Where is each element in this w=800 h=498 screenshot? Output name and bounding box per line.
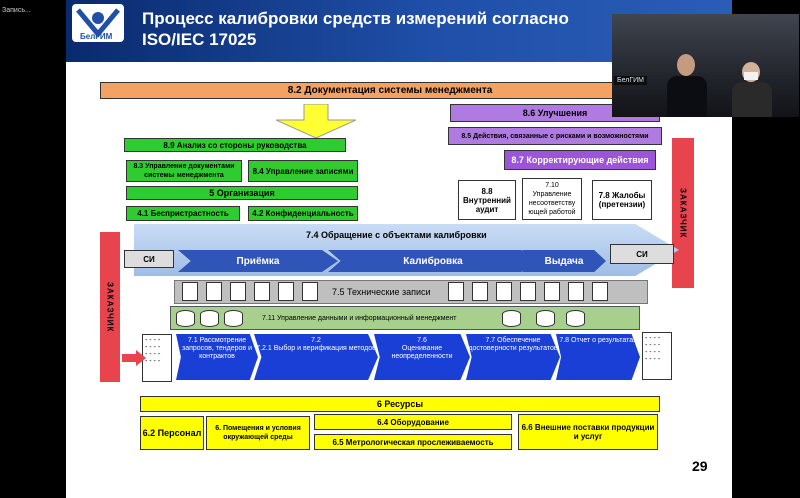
issue-label: Выдача [544,255,584,267]
personnel: 6.2 Персонал [140,416,204,450]
doc-icon [496,282,512,301]
corrective-actions: 8.7 Корректирующие действия [504,150,656,170]
doc-icon [254,282,270,301]
recording-indicator: Запись... [2,7,31,14]
participant-name-tag: БелГИМ [614,76,647,85]
confidentiality: 4.2 Конфиденциальность [248,206,358,221]
si-right: СИ [610,244,674,264]
page-number: 29 [692,458,708,474]
database-icon [502,310,521,327]
nonconforming-work: 7.10 Управление несоответству ющей работ… [522,178,582,220]
premises: 6. Помещения и условия окружающей среды [206,416,310,450]
resources-bar: 6 Ресурсы [140,396,660,412]
handling-title: 7.4 Обращение с объектами калибровки [306,230,487,240]
internal-audit: 8.8 Внутренний аудит [458,180,516,220]
doc-icon [302,282,318,301]
external-supply: 6.6 Внешние поставки продукции и услуг [518,414,658,450]
process-7-1: 7.1 Рассмотрение запросов, тендеров и ко… [176,334,258,380]
database-icon [536,310,555,327]
process-7-7: 7.7 Обеспечение достоверности результато… [466,334,560,380]
down-arrow [275,103,357,139]
data-mgmt-band [170,306,640,330]
customer-left-label: ЗАКАЗЧИК [105,281,115,333]
acceptance-arrow: Приёмка [178,250,338,272]
organization: 5 Организация [126,186,358,200]
data-mgmt-label: 7.11 Управление данными и информационный… [262,315,457,322]
acceptance-label: Приёмка [236,255,280,267]
output-docs: - - - -- - - -- - - -- - - - [642,332,672,380]
nonconforming-num: 7.10 [545,182,559,189]
records-control: 8.4 Управление записями [248,160,358,182]
doc-icon [206,282,222,301]
input-docs: - - - -- - - -- - - -- - - - [142,334,172,382]
doc-icon [472,282,488,301]
si-left: СИ [124,250,174,268]
presenter-person [667,54,707,117]
doc-icon [592,282,608,301]
issue-arrow: Выдача [522,250,606,272]
risks-opportunities: 8.5 Действия, связанные с рисками и возм… [448,127,662,145]
mgmt-review: 8.9 Анализ со стороны руководства [124,138,346,152]
doc-icon [568,282,584,301]
doc-icon [182,282,198,301]
doc-icon [544,282,560,301]
doc-icon [230,282,246,301]
database-icon [566,310,585,327]
second-person [732,62,772,117]
equipment: 6.4 Оборудование [314,414,512,430]
doc-icon [278,282,294,301]
process-7-8: 7.8 Отчет о результатах [556,334,640,380]
improvement: 8.6 Улучшения [450,104,660,122]
process-7-2: 7.2 7.2.1 Выбор и верификация методов [254,334,378,380]
nonconforming-label: Управление несоответству ющей работой [528,191,576,216]
doc-icon [520,282,536,301]
belgim-logo: БелГИМ [72,4,124,42]
database-icon [224,310,243,327]
tech-records-label: 7.5 Технические записи [332,287,431,297]
calibration-arrow: Калибровка [328,250,538,272]
process-7-6: 7.6 Оценивание неопределенности [374,334,470,380]
video-call-window[interactable]: БелГИМ [612,14,799,117]
slide-title: Процесс калибровки средств измерений сог… [142,9,569,49]
customer-left: ЗАКАЗЧИК [100,232,120,382]
impartiality: 4.1 Беспристрастность [126,206,240,221]
database-icon [200,310,219,327]
doc-system-bar: 8.2 Документация системы менеджмента [100,82,680,99]
customer-right: ЗАКАЗЧИК [672,138,694,288]
logo-text: БелГИМ [80,32,113,41]
customer-right-label: ЗАКАЗЧИК [678,187,688,239]
red-arrow-in [122,350,146,366]
calibration-label: Калибровка [403,255,463,267]
traceability: 6.5 Метрологическая прослеживаемость [314,434,512,450]
database-icon [176,310,195,327]
complaints: 7.8 Жалобы (претензии) [592,180,652,220]
doc-icon [448,282,464,301]
doc-control: 8.3 Управление документами системы менед… [126,160,242,182]
